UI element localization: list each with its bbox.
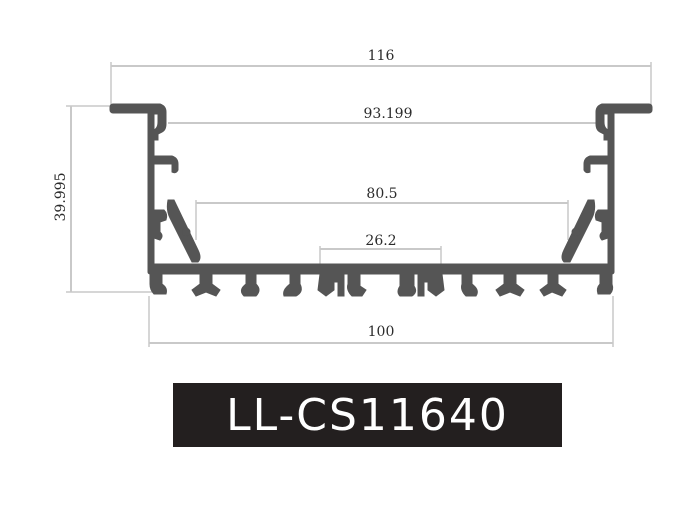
right-clip-hole — [571, 227, 581, 237]
bottom-fins — [149, 273, 614, 297]
dimension-inner-mid-width: 80.5 — [195, 186, 569, 240]
model-label: LL-CS11640 — [173, 383, 562, 447]
right-wall — [595, 103, 615, 269]
dimension-inner-top-width: 93.199 — [168, 106, 596, 124]
base-plate — [147, 263, 615, 275]
dimension-height: 39.995 — [53, 105, 152, 293]
profile-cross-section — [109, 103, 653, 297]
right-bracket — [594, 209, 609, 241]
dimension-overall-width: 116 — [110, 48, 652, 110]
left-bracket — [153, 209, 168, 241]
right-hook — [583, 155, 609, 174]
dimension-center-width: 26.2 — [319, 233, 442, 266]
dimension-bottom-width: 100 — [148, 296, 614, 347]
left-clip-hole — [181, 227, 191, 237]
left-hook — [153, 155, 179, 174]
overall-width-label: 116 — [368, 48, 395, 64]
left-wall — [147, 103, 167, 269]
inner-mid-width-label: 80.5 — [366, 186, 397, 202]
bottom-width-label: 100 — [368, 324, 395, 340]
inner-top-width-label: 93.199 — [364, 106, 413, 122]
height-label: 39.995 — [53, 173, 69, 222]
center-width-label: 26.2 — [365, 233, 396, 249]
